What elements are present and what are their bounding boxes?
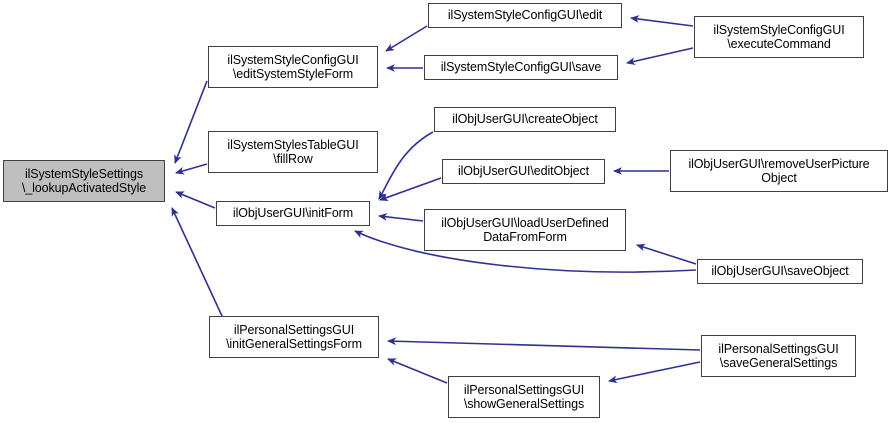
node-label: ilPersonalSettingsGUI \showGeneralSettin… — [463, 382, 585, 412]
node-label: ilSystemStyleConfigGUI \executeCommand — [713, 22, 845, 52]
node-ilObjUserGUI-saveObject[interactable]: ilObjUserGUI\saveObject — [697, 259, 863, 284]
node-ilObjUserGUI-removeUserPictureObject[interactable]: ilObjUserGUI\removeUserPicture Object — [670, 150, 888, 192]
node-label: ilObjUserGUI\loadUserDefined DataFromFor… — [441, 215, 609, 245]
edge-fillRow-to-lookupActivatedStyle — [175, 163, 208, 175]
node-label: ilSystemStyleConfigGUI\edit — [447, 8, 603, 23]
node-label: ilObjUserGUI\removeUserPicture Object — [688, 156, 870, 186]
node-ilSystemStyleConfigGUI-edit[interactable]: ilSystemStyleConfigGUI\edit — [428, 3, 622, 28]
node-label: ilPersonalSettingsGUI \initGeneralSettin… — [226, 322, 362, 352]
node-ilSystemStyleSettings-lookupActivatedStyle[interactable]: ilSystemStyleSettings \_lookupActivatedS… — [3, 160, 165, 202]
node-label: ilSystemStyleSettings \_lookupActivatedS… — [21, 166, 147, 196]
edge-showGeneralSettings-to-initGeneralSettingsForm — [387, 358, 448, 384]
node-ilObjUserGUI-initForm[interactable]: ilObjUserGUI\initForm — [216, 201, 370, 226]
node-label: ilObjUserGUI\saveObject — [711, 264, 849, 279]
node-ilPersonalSettingsGUI-initGeneralSettingsForm[interactable]: ilPersonalSettingsGUI \initGeneralSettin… — [209, 316, 379, 358]
node-label: ilSystemStyleConfigGUI \editSystemStyleF… — [227, 52, 359, 82]
node-ilObjUserGUI-editObject[interactable]: ilObjUserGUI\editObject — [442, 159, 605, 184]
node-ilSystemStylesTableGUI-fillRow[interactable]: ilSystemStylesTableGUI \fillRow — [208, 131, 378, 173]
edge-saveGeneralSettings-to-initGeneralSettingsForm — [387, 337, 701, 351]
node-label: ilObjUserGUI\editObject — [457, 164, 590, 179]
edge-initForm-to-lookupActivatedStyle — [175, 191, 216, 209]
node-ilSystemStyleConfigGUI-editSystemStyleForm[interactable]: ilSystemStyleConfigGUI \editSystemStyleF… — [208, 46, 378, 88]
node-ilPersonalSettingsGUI-showGeneralSettings[interactable]: ilPersonalSettingsGUI \showGeneralSettin… — [448, 376, 600, 418]
edge-initGeneralSettingsForm-to-lookupActivatedStyle — [171, 207, 223, 317]
node-label: ilSystemStyleConfigGUI\save — [440, 60, 602, 75]
edge-loadUserDefinedDataFromForm-to-initForm — [378, 213, 424, 222]
node-label: ilPersonalSettingsGUI \saveGeneralSettin… — [718, 341, 839, 371]
node-ilSystemStyleConfigGUI-executeCommand[interactable]: ilSystemStyleConfigGUI \executeCommand — [694, 16, 864, 58]
node-label: ilObjUserGUI\createObject — [452, 112, 598, 127]
edge-editObject-to-initForm — [379, 177, 442, 201]
edge-createObject-to-initForm — [378, 131, 434, 200]
edge-saveObject-to-loadUserDefinedDataFromForm — [636, 243, 697, 265]
edge-saveGeneralSettings-to-showGeneralSettings — [608, 361, 701, 384]
node-ilPersonalSettingsGUI-saveGeneralSettings[interactable]: ilPersonalSettingsGUI \saveGeneralSettin… — [701, 335, 856, 377]
node-ilObjUserGUI-loadUserDefinedDataFromForm[interactable]: ilObjUserGUI\loadUserDefined DataFromFor… — [424, 209, 626, 251]
node-ilSystemStyleConfigGUI-save[interactable]: ilSystemStyleConfigGUI\save — [424, 55, 618, 80]
edge-executeCommand-to-edit — [630, 15, 694, 27]
node-ilObjUserGUI-createObject[interactable]: ilObjUserGUI\createObject — [434, 107, 616, 132]
edge-executeCommand-to-save — [626, 47, 694, 66]
edge-edit-to-editSystemStyleForm — [385, 25, 428, 52]
edge-editSystemStyleForm-to-lookupActivatedStyle — [174, 80, 208, 164]
node-label: ilObjUserGUI\initForm — [232, 206, 354, 221]
node-label: ilSystemStylesTableGUI \fillRow — [227, 137, 359, 167]
